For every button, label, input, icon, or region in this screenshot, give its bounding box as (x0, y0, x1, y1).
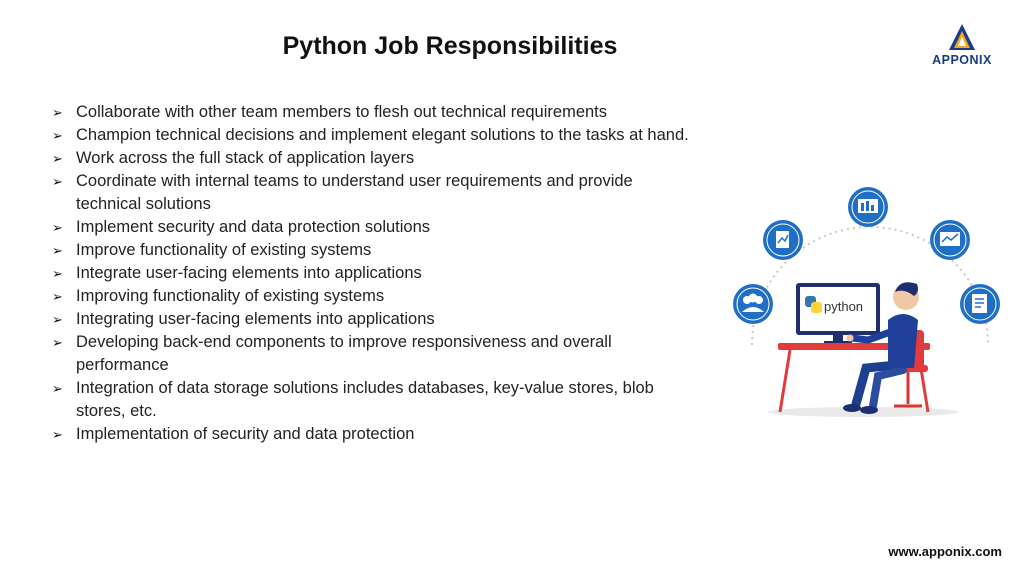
arrow-bullet-icon: ➢ (52, 105, 63, 120)
footer-url[interactable]: www.apponix.com (888, 544, 1002, 559)
arrow-bullet-icon: ➢ (52, 243, 63, 258)
list-item: ➢Collaborate with other team members to … (52, 101, 702, 124)
list-item: ➢Integrating user-facing elements into a… (52, 308, 702, 331)
arrow-bullet-icon: ➢ (52, 174, 63, 189)
arrow-bullet-icon: ➢ (52, 312, 63, 327)
dashboard-icon (848, 187, 888, 227)
list-item: ➢Coordinate with internal teams to under… (52, 172, 633, 213)
team-icon (733, 284, 773, 324)
list-item: ➢Integration of data storage solutions i… (52, 379, 654, 420)
arrow-bullet-icon: ➢ (52, 381, 63, 396)
arrow-bullet-icon: ➢ (52, 128, 63, 143)
list-item: ➢Work across the full stack of applicati… (52, 147, 702, 170)
arrow-bullet-icon: ➢ (52, 289, 63, 304)
list-item: ➢Developing back-end components to impro… (52, 333, 612, 374)
arrow-bullet-icon: ➢ (52, 220, 63, 235)
python-developer-illustration: python (728, 180, 1012, 430)
list-item: ➢Integrate user-facing elements into app… (52, 262, 702, 285)
apponix-logo: APPONIX (924, 22, 1000, 72)
monitor-text: python (824, 299, 863, 314)
arrow-bullet-icon: ➢ (52, 335, 63, 350)
list-item: ➢Champion technical decisions and implem… (52, 124, 702, 147)
list-item: ➢Implement security and data protection … (52, 216, 702, 239)
arrow-bullet-icon: ➢ (52, 266, 63, 281)
arrow-bullet-icon: ➢ (52, 427, 63, 442)
logo-text: APPONIX (932, 53, 992, 67)
list-item: ➢Improve functionality of existing syste… (52, 239, 702, 262)
code-document-icon (960, 284, 1000, 324)
python-logo-icon (805, 296, 822, 313)
responsibilities-list: ➢Collaborate with other team members to … (52, 101, 702, 446)
monitor: python (796, 283, 880, 344)
list-item: ➢Improving functionality of existing sys… (52, 285, 702, 308)
apponix-logo-icon (949, 24, 975, 50)
report-icon (763, 220, 803, 260)
arrow-bullet-icon: ➢ (52, 151, 63, 166)
developer-person (843, 282, 928, 414)
analytics-icon (930, 220, 970, 260)
list-item: ➢Implementation of security and data pro… (52, 423, 702, 446)
page-title: Python Job Responsibilities (282, 32, 618, 60)
